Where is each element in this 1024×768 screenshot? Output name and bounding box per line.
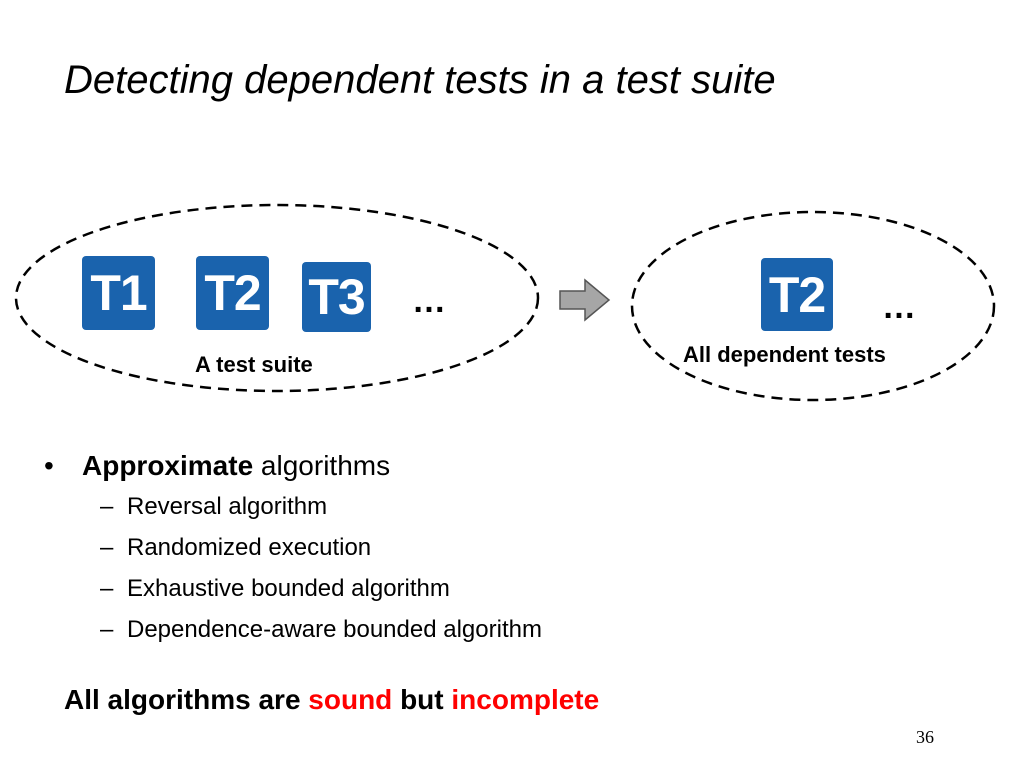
sub-bullet-dash: –	[100, 575, 114, 602]
sub-bullet-dash: –	[100, 534, 114, 561]
result-box-t2: T2	[761, 258, 833, 331]
dependent-tests-outline	[630, 210, 996, 402]
conclusion-part2: but	[392, 684, 452, 715]
conclusion-part1: All algorithms are	[64, 684, 309, 715]
sub-bullet-text: Reversal algorithm	[127, 493, 328, 520]
sub-bullet-text: Dependence-aware bounded algorithm	[127, 616, 542, 643]
right-arrow-icon	[559, 278, 611, 322]
test-box-t3: T3	[302, 262, 371, 332]
slide-title: Detecting dependent tests in a test suit…	[64, 58, 776, 102]
sub-bullet: –Exhaustive bounded algorithm	[100, 568, 542, 609]
conclusion-sound: sound	[308, 684, 393, 715]
result-ellipsis: …	[882, 288, 916, 326]
sub-bullet: –Randomized execution	[100, 527, 542, 568]
result-caption: All dependent tests	[683, 342, 886, 367]
sub-bullet-dash: –	[100, 616, 114, 643]
sub-bullet-dash: –	[100, 493, 114, 520]
conclusion-statement: All algorithms are sound but incomplete	[64, 684, 599, 716]
suite-ellipsis: …	[412, 282, 446, 320]
bullet-main-bold: Approximate	[82, 450, 254, 481]
sub-bullet: –Reversal algorithm	[100, 486, 542, 527]
bullet-main: • Approximate algorithms	[44, 446, 542, 486]
bullet-main-rest: algorithms	[253, 450, 391, 481]
suite-caption: A test suite	[195, 352, 313, 377]
sub-bullet-text: Randomized execution	[127, 534, 372, 561]
page-number: 36	[916, 727, 934, 747]
bullet-list: •Approximate algorithms –Reversal algori…	[44, 446, 542, 650]
sub-bullet-text: Exhaustive bounded algorithm	[127, 575, 450, 602]
bullet-dot: •	[44, 450, 54, 481]
test-box-t2: T2	[196, 256, 269, 330]
test-box-t1: T1	[82, 256, 155, 330]
sub-bullet: –Dependence-aware bounded algorithm	[100, 609, 542, 650]
diagram	[14, 203, 996, 402]
conclusion-incomplete: incomplete	[451, 684, 600, 715]
test-suite-outline	[14, 203, 540, 393]
